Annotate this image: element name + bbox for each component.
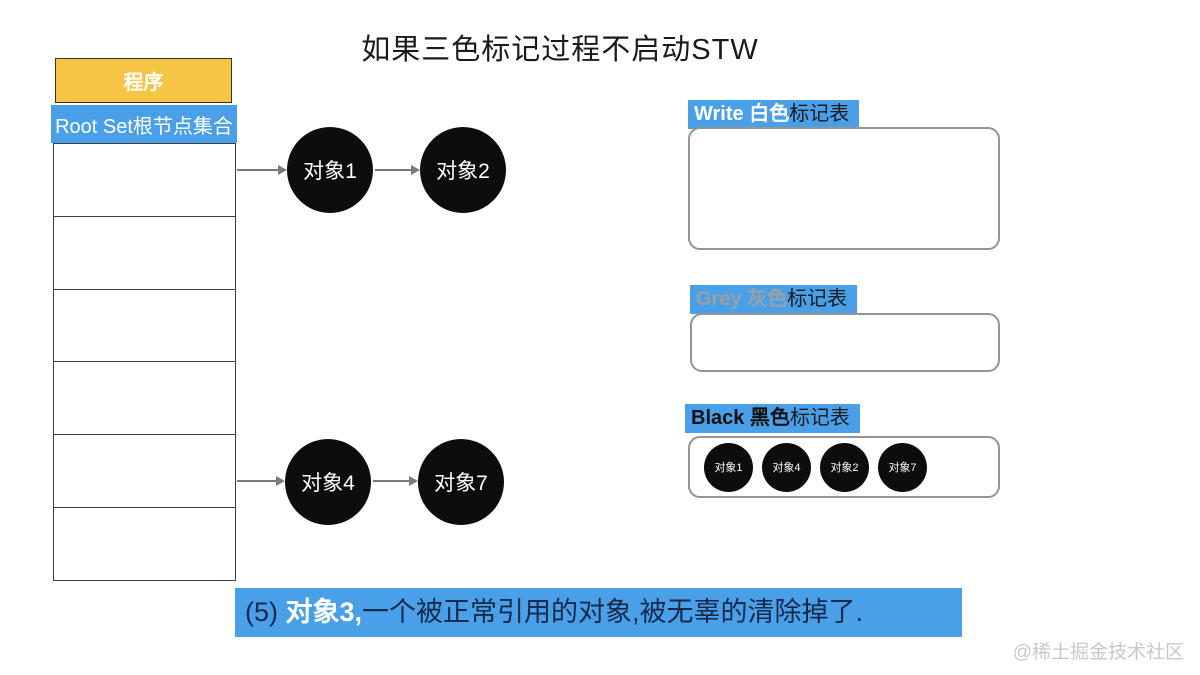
grey-table-box [690,313,1000,372]
diagram-title: 如果三色标记过程不启动STW [361,34,759,66]
caption-highlight: 对象3, [285,597,363,627]
white-table-label: Write 白色标记表 [688,100,860,129]
caption-step: (5) [245,597,286,627]
black-table-label: Black 黑色标记表 [685,404,860,433]
black-table-label-en: Black 黑色 [691,407,790,429]
white-table-label-en: Write 白色 [694,103,790,125]
program-table-empty-row [54,508,235,580]
arrow-root-to-obj1 [237,165,287,175]
marked-object: 对象7 [878,442,927,492]
arrow-obj4-to-obj7 [373,476,418,486]
caption-bar: (5) 对象3,一个被正常引用的对象,被无辜的清除掉了. [235,588,962,637]
marked-object: 对象1 [704,442,753,492]
arrow-root-to-obj4 [237,476,285,486]
white-table-box [688,127,1000,250]
white-table-label-cn: 标记表 [789,103,850,125]
root-set-row: Root Set根节点集合 [51,105,237,143]
arrow-obj1-to-obj2 [375,165,420,175]
watermark: @稀土掘金技术社区 [1012,642,1184,663]
grey-table-label: Grey 灰色标记表 [690,285,858,314]
object-node: 对象1 [287,127,373,213]
program-table-empty-row [54,362,235,436]
caption-rest: 一个被正常引用的对象,被无辜的清除掉了. [362,597,864,627]
program-table-header: 程序 [55,58,232,103]
marked-object: 对象2 [820,442,869,492]
object-node: 对象4 [285,439,371,525]
grey-table-label-en: Grey 灰色 [696,288,788,310]
grey-table-label-cn: 标记表 [787,288,848,310]
program-table-empty-row [54,144,235,217]
object-node: 对象7 [418,439,504,525]
object-node: 对象2 [420,127,506,213]
program-table-rows [53,143,236,581]
black-table-label-cn: 标记表 [789,407,850,429]
program-table-empty-row [54,435,235,509]
marked-object: 对象4 [762,442,811,492]
program-table-empty-row [54,289,235,363]
program-table-empty-row [54,216,235,290]
black-table-box: 对象1 对象4 对象2 对象7 [688,436,1000,498]
